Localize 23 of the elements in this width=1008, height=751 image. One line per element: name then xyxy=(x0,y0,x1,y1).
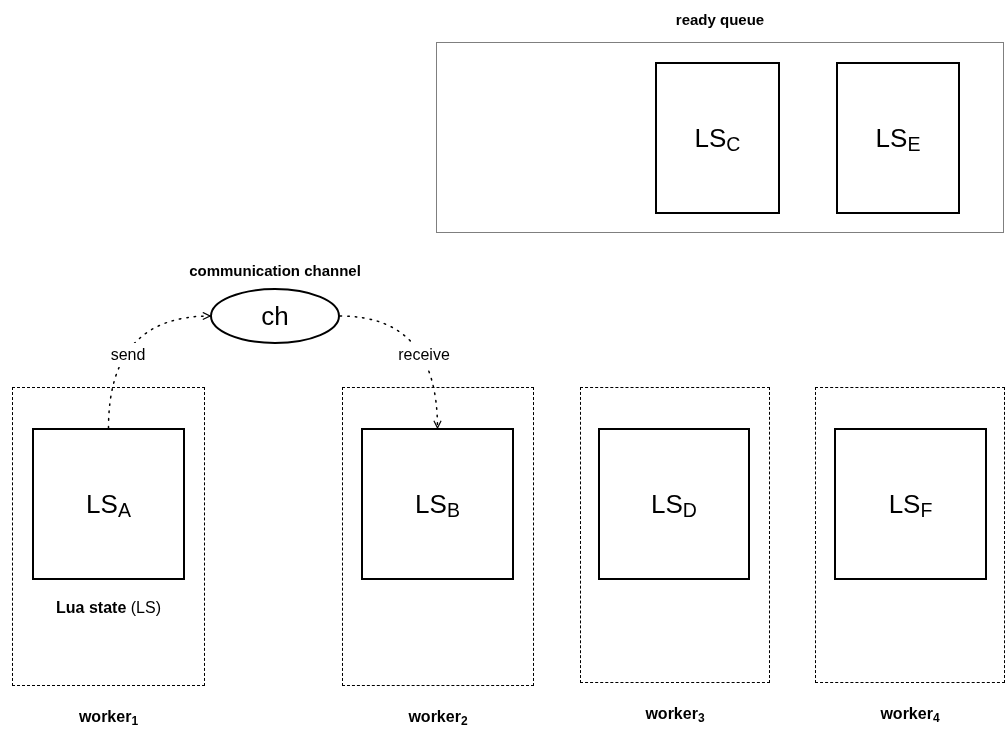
state-box xyxy=(655,62,780,214)
channel-label: ch xyxy=(261,299,289,333)
worker-label: worker$_{1}$ xyxy=(78,707,139,729)
dotted-arrow xyxy=(107,312,211,429)
state-box xyxy=(834,428,987,580)
state-box xyxy=(836,62,960,214)
state-box xyxy=(598,428,750,580)
state-label: LS$_{C}$ xyxy=(694,121,741,158)
state-label: LS$_{F}$ xyxy=(888,487,933,524)
worker-label: worker$_{3}$ xyxy=(645,704,705,726)
state-box xyxy=(361,428,514,580)
state-label: LS$_{B}$ xyxy=(415,487,460,524)
state-label: LS$_{E}$ xyxy=(875,121,921,158)
edge-label: send xyxy=(108,343,148,367)
edge-label: receive xyxy=(396,343,452,367)
channel-heading: communication channel xyxy=(189,261,361,281)
state-label: LS$_{D}$ xyxy=(651,487,697,524)
worker-label: worker$_{2}$ xyxy=(408,707,468,729)
dotted-arrow xyxy=(339,315,442,429)
state-label: LS$_{A}$ xyxy=(86,487,131,524)
queue-heading: ready queue xyxy=(675,10,765,30)
worker-label: worker$_{4}$ xyxy=(880,704,940,726)
node-label: Lua state (LS) xyxy=(56,598,161,618)
